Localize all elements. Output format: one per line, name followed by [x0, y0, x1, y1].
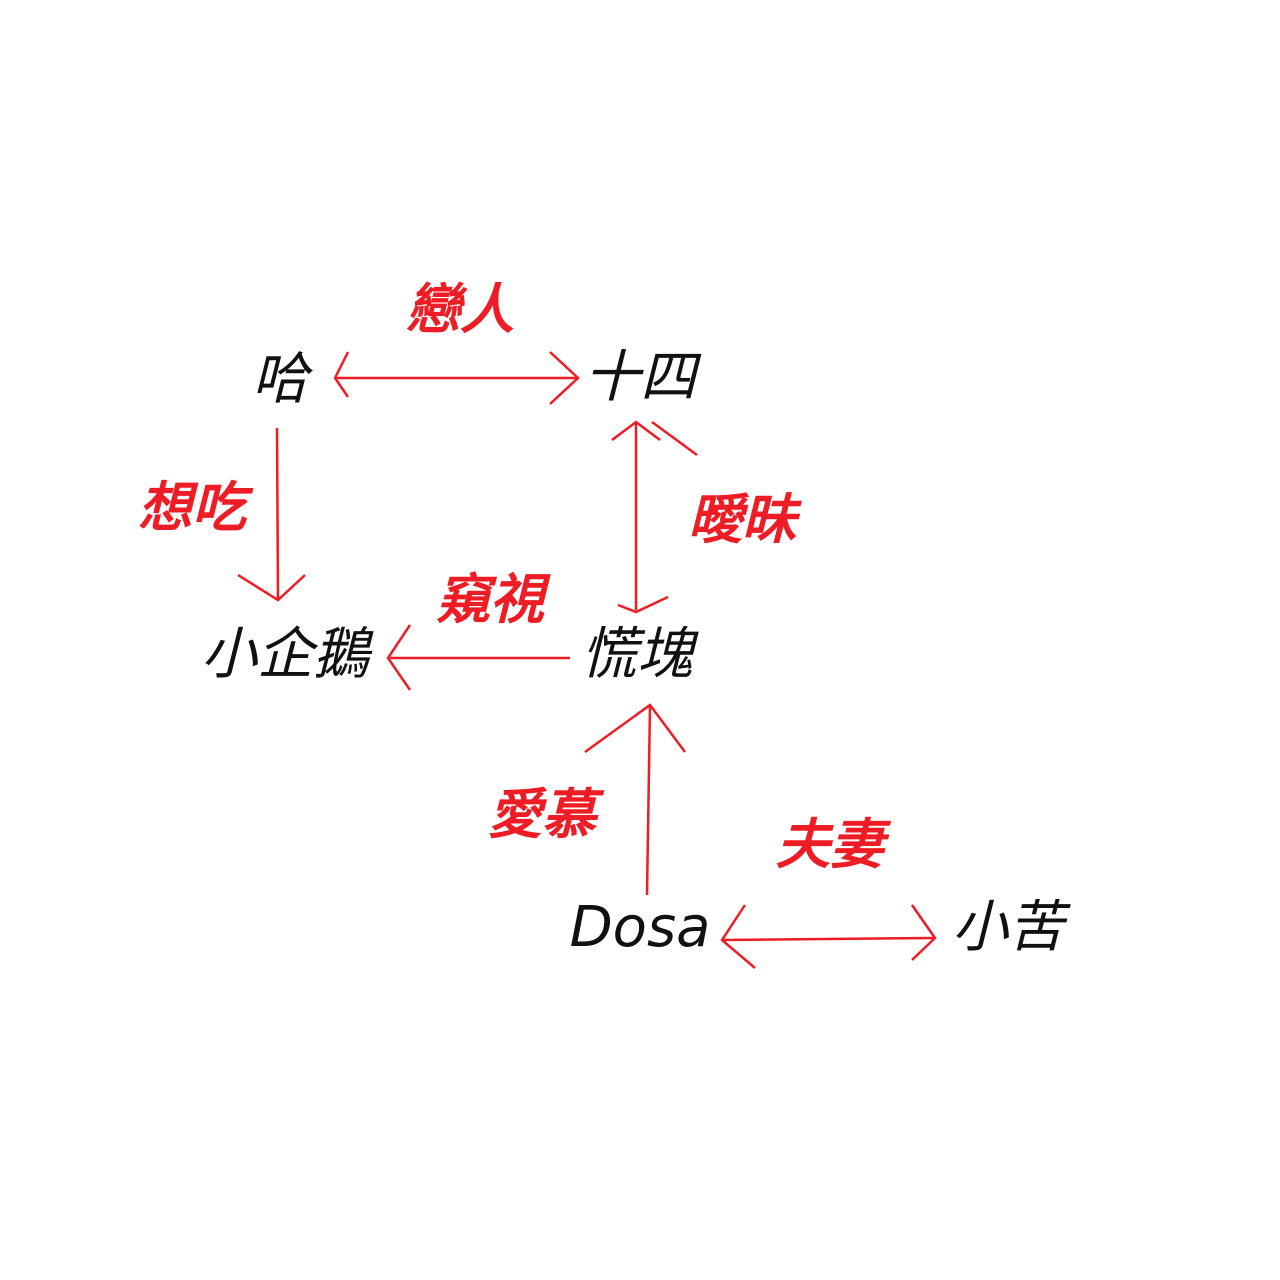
edge-ha-penguin — [237, 427, 306, 602]
edge-dosa-xiaoku — [720, 904, 937, 969]
label-ambiguous: 曖昧 — [688, 488, 796, 551]
arrowhead-right — [549, 351, 580, 405]
label-admire: 愛慕 — [488, 783, 596, 846]
arrowhead-down — [617, 595, 669, 614]
arrowhead-left — [333, 351, 350, 398]
arrowhead-up — [611, 420, 661, 441]
node-penguin: 小企鵝 — [201, 622, 369, 687]
edge-shisi-huangkuai — [611, 420, 698, 614]
edge-dosa-huangkuai — [584, 703, 687, 896]
node-huangkuai: 慌塊 — [581, 622, 693, 687]
arrowhead-right — [910, 904, 937, 961]
arrowhead-left — [386, 624, 412, 691]
label-peeping: 窺視 — [436, 568, 544, 631]
label-want-to-eat: 想吃 — [138, 476, 246, 539]
node-xiaoku: 小苦 — [952, 895, 1064, 960]
node-shisi: 十四 — [584, 345, 696, 410]
edge-huangkuai-penguin — [386, 624, 570, 691]
label-lovers: 戀人 — [406, 278, 514, 341]
arrowhead-left — [720, 904, 756, 969]
arrowhead-down — [237, 573, 306, 602]
edge-ha-shisi — [333, 351, 580, 405]
arrowhead-up — [584, 703, 687, 754]
node-ha: 哈 — [252, 347, 308, 412]
node-dosa: Dosa — [569, 895, 711, 960]
label-spouses: 夫妻 — [776, 813, 884, 876]
